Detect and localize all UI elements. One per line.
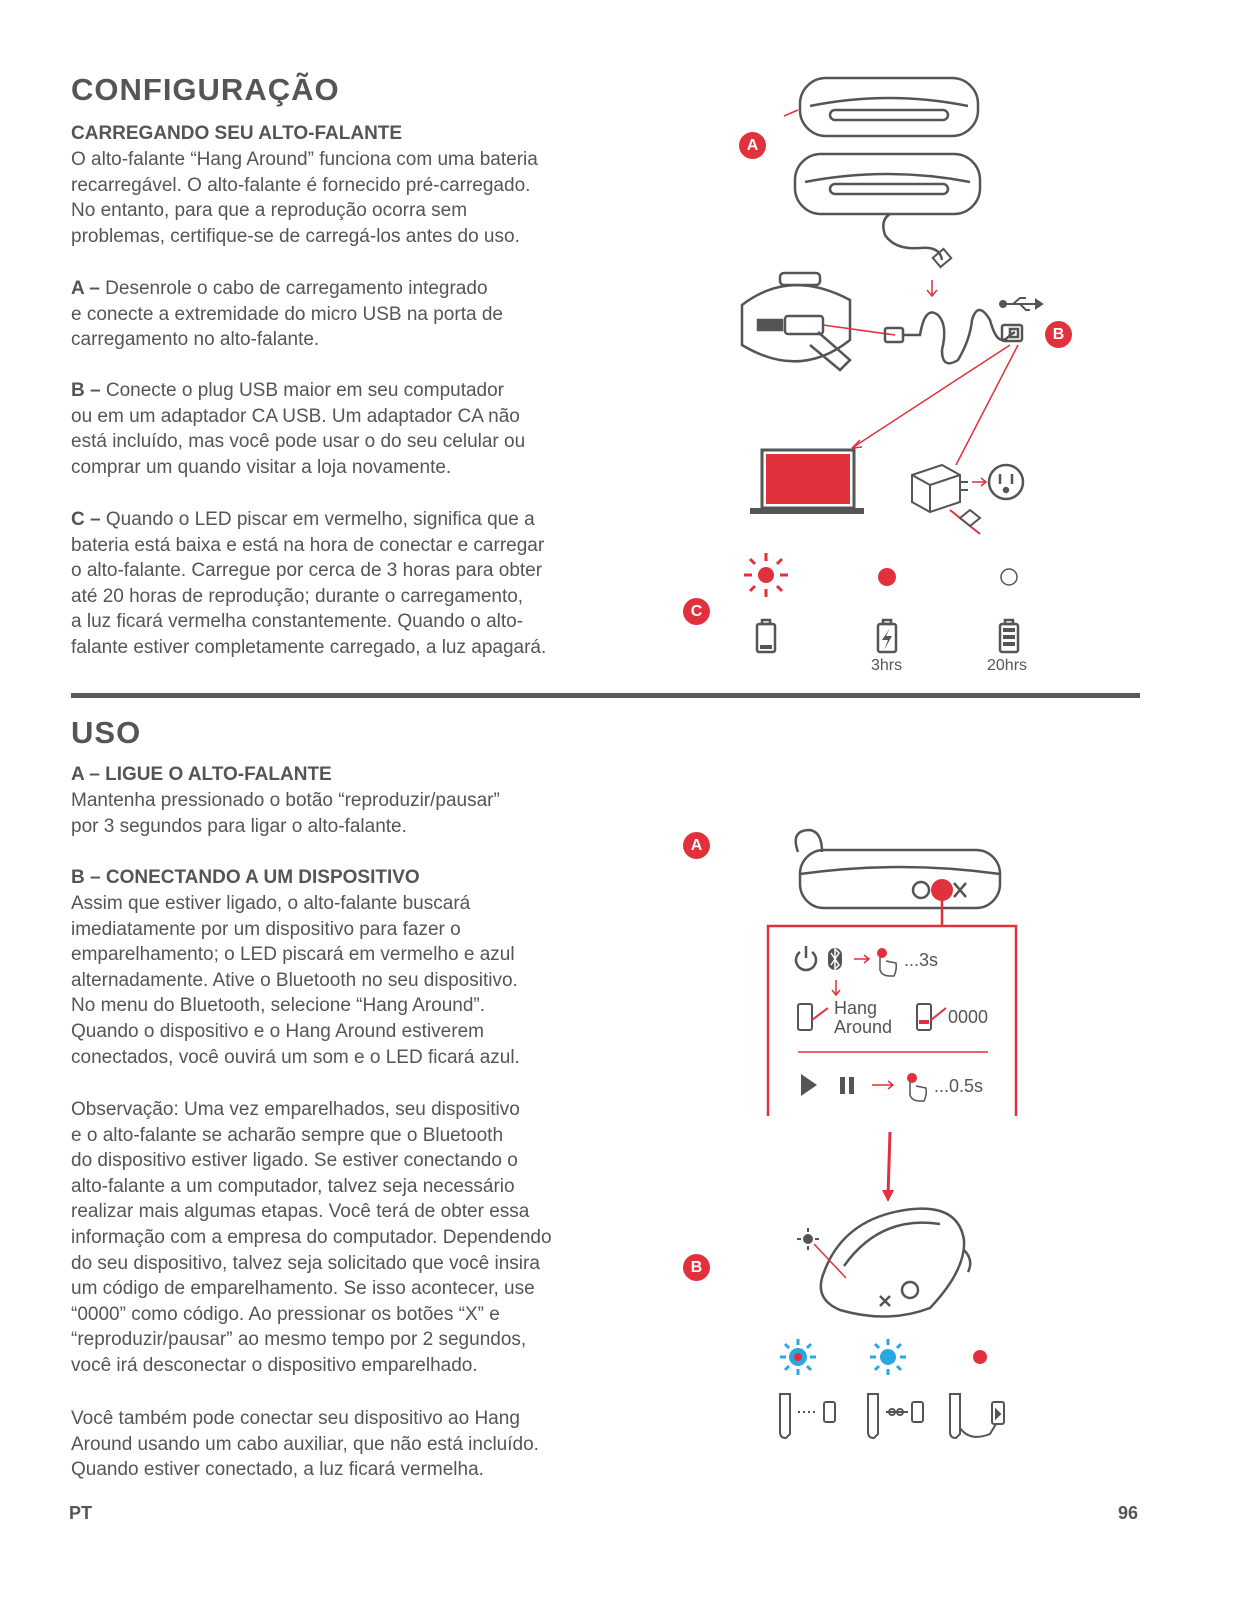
- bluetooth-icon: [828, 947, 842, 971]
- speaker-base-icon: [793, 152, 982, 261]
- aux-text: Você também pode conectar seu dispositiv…: [71, 1408, 539, 1481]
- step-a-text: Desenrole o cabo de carregamento integra…: [71, 278, 503, 351]
- step-b-label: B –: [71, 380, 101, 401]
- pause-icon: [840, 1077, 854, 1094]
- charge-time-3hrs: 3hrs: [871, 657, 903, 674]
- hang-text: Hang: [834, 998, 878, 1018]
- arrow-icon: [854, 954, 871, 964]
- playtime-20hrs: 20hrs: [987, 657, 1028, 674]
- line-to-adapter-icon: [955, 344, 1019, 466]
- use-a-heading: A – LIGUE O ALTO-FALANTE: [71, 764, 332, 785]
- paired-device-icon: [867, 1393, 924, 1440]
- use-b-text: Assim que estiver ligado, o alto-falante…: [71, 893, 520, 1068]
- section-divider: [71, 693, 1140, 698]
- page-number: 96: [1118, 1503, 1139, 1523]
- arrow-icon: [872, 1080, 895, 1090]
- press-hand-icon: [877, 948, 897, 977]
- play-icon: [801, 1074, 817, 1096]
- use-a-text: Mantenha pressionado o botão “reproduzir…: [71, 790, 500, 837]
- device-name-label: Hang Around: [834, 999, 892, 1037]
- setup-title: CONFIGURAÇÃO: [71, 72, 340, 107]
- blinking-red-led-icon: [744, 553, 788, 597]
- led-light-icon: [797, 1228, 819, 1250]
- step-a-paragraph: A – Desenrole o cabo de carregamento int…: [71, 276, 631, 353]
- hold-05s-label: ...0.5s: [934, 1076, 984, 1096]
- full-battery-icon: [998, 618, 1020, 654]
- use-badge-a: A: [683, 832, 710, 859]
- hold-3s-label: ...3s: [904, 950, 939, 970]
- right-arrow-icon: [972, 477, 988, 487]
- big-down-arrow-icon: [886, 1131, 892, 1197]
- use-title: USO: [71, 715, 142, 750]
- use-badge-b: B: [683, 1254, 710, 1281]
- badge-c: C: [683, 598, 710, 625]
- micro-usb-plug-icon: [931, 247, 953, 269]
- off-led-icon: [1000, 568, 1018, 586]
- step-b-text: Conecte o plug USB maior em seu computad…: [71, 380, 526, 478]
- usb-logo-icon: [999, 297, 1044, 311]
- language-code: PT: [69, 1503, 93, 1523]
- solid-red-led-icon: [973, 1350, 987, 1364]
- badge-b: B: [1045, 321, 1072, 348]
- badge-a: A: [739, 132, 766, 159]
- phone-code-icon: [916, 1003, 947, 1031]
- aux-device-icon: [949, 1393, 1005, 1440]
- press-hand-icon: [907, 1073, 927, 1102]
- phone-bt-icon: [797, 1003, 829, 1031]
- charging-illustration: [740, 76, 1044, 654]
- line-to-laptop-icon: [851, 344, 1011, 449]
- callout-frame: [766, 900, 1018, 1116]
- laptop-icon: [750, 448, 864, 514]
- pairing-code-label: 0000: [948, 1007, 989, 1027]
- power-icon: [794, 946, 818, 972]
- cable-icon: [883, 308, 1024, 365]
- pairing-device-icon: [779, 1393, 836, 1440]
- down-arrow-icon: [926, 280, 938, 298]
- charging-heading: CARREGANDO SEU ALTO-FALANTE: [71, 123, 403, 144]
- speaker-port-icon: [740, 271, 852, 372]
- step-c-text: Quando o LED piscar em vermelho, signifi…: [71, 509, 547, 658]
- step-a-label: A –: [71, 278, 100, 299]
- charging-text: O alto-falante “Hang Around” funciona co…: [71, 149, 538, 247]
- blinking-red-blue-led-icon: [780, 1339, 816, 1375]
- play-pause-button-highlight-icon: [931, 879, 953, 901]
- wall-outlet-icon: [987, 463, 1025, 501]
- down-arrow-icon: [831, 980, 841, 997]
- blinking-blue-led-icon: [870, 1339, 906, 1375]
- speaker-lid-icon: [798, 76, 980, 138]
- connection-line-icon: [822, 324, 896, 336]
- around-text: Around: [834, 1017, 893, 1037]
- step-c-label: C –: [71, 509, 101, 530]
- step-b-paragraph: B – Conecte o plug USB maior em seu comp…: [71, 378, 631, 480]
- speaker-buttons-icon: [794, 828, 1002, 910]
- low-battery-icon: [755, 618, 777, 654]
- note-text: Observação: Uma vez emparelhados, seu di…: [71, 1099, 552, 1376]
- arrow-icon: [783, 109, 799, 117]
- step-c-paragraph: C – Quando o LED piscar em vermelho, sig…: [71, 507, 631, 661]
- charging-battery-icon: [876, 618, 898, 654]
- speaker-angled-icon: [819, 1207, 972, 1318]
- pairing-illustration: [766, 828, 1018, 1440]
- ac-adapter-icon: [911, 463, 982, 535]
- use-b-heading: B – CONECTANDO A UM DISPOSITIVO: [71, 867, 420, 888]
- solid-red-led-icon: [878, 568, 896, 586]
